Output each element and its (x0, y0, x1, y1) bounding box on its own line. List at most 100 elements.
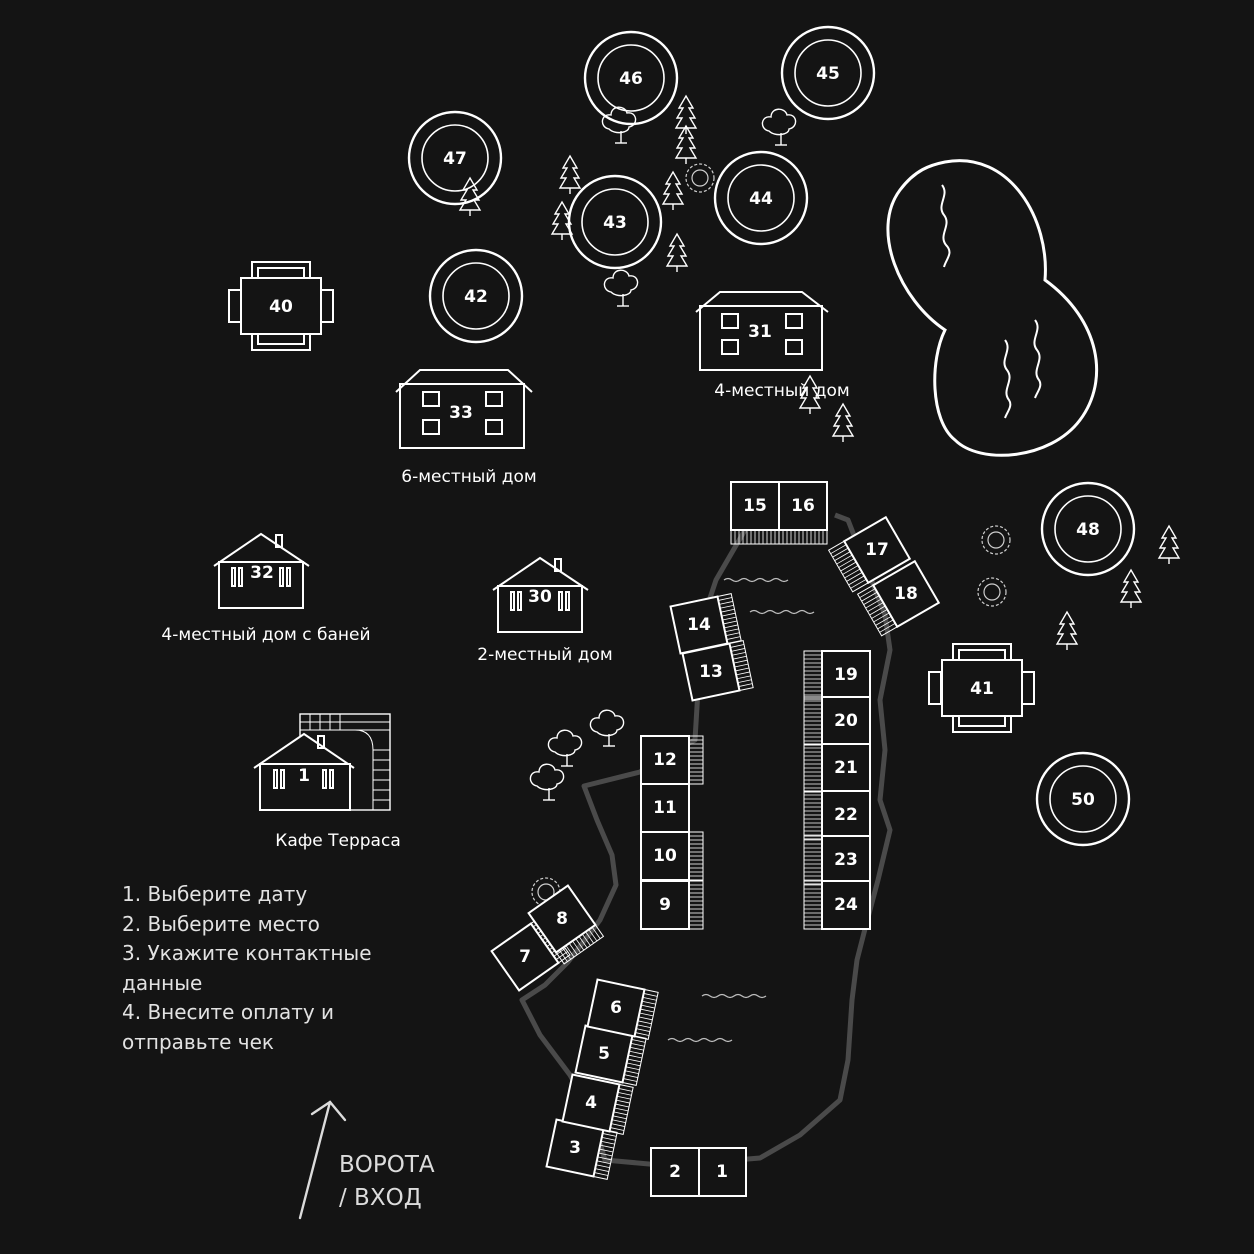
pier-deck (621, 1034, 647, 1086)
lake (886, 159, 1099, 457)
pier-slot-box (778, 481, 828, 531)
pier-slot-box (842, 515, 912, 585)
pier-slot-22[interactable]: 22 (803, 790, 871, 840)
pier-slot-box (640, 783, 690, 833)
house-32-label: 32 (250, 563, 274, 583)
pier-slot-24[interactable]: 24 (803, 880, 871, 930)
pier-deck (803, 880, 823, 930)
pier-slot-box (527, 884, 597, 954)
house-31[interactable]: 31 (695, 291, 829, 371)
tree-spot-44[interactable]: 44 (713, 150, 809, 246)
pier-slot-number: 17 (865, 540, 889, 560)
pier-slot-box (561, 1073, 621, 1133)
pier-slot-10[interactable]: 10 (640, 831, 704, 881)
pier-slot-number: 19 (834, 665, 858, 685)
pier-deck (827, 540, 869, 593)
pier-slot-3[interactable]: 3 (545, 1118, 618, 1180)
house-30-label: 30 (528, 587, 552, 607)
water-waves (667, 577, 815, 1043)
pier-deck (688, 831, 704, 881)
pier-slot-number: 4 (585, 1093, 597, 1113)
gazebo-40[interactable]: 40 (228, 261, 334, 351)
tree-spot-44-label: 44 (749, 189, 773, 209)
tree-spot-46[interactable]: 46 (583, 30, 679, 126)
pier-deck (803, 790, 823, 840)
pier-deck (803, 650, 823, 700)
pier-slot-11[interactable]: 11 (640, 783, 690, 833)
pier-slot-number: 13 (699, 662, 723, 682)
pier-slot-17[interactable]: 17 (827, 515, 912, 593)
pier-slot-box (490, 922, 560, 992)
house-30-caption: 2-местный дом (477, 645, 612, 665)
tree-spot-45[interactable]: 45 (780, 25, 876, 121)
pier-slot-19[interactable]: 19 (803, 650, 871, 700)
pier-deck (803, 696, 823, 746)
step-3: 3. Укажите контактные данные (122, 941, 372, 995)
pier-slot-number: 9 (659, 895, 671, 915)
booking-steps: 1. Выберите дату 2. Выберите место 3. Ук… (122, 880, 402, 1057)
pier-slot-number: 24 (834, 895, 858, 915)
house-32-caption: 4-местный дом с баней (161, 625, 370, 645)
pier-slot-box (650, 1147, 700, 1197)
gazebo-40-label: 40 (269, 297, 293, 317)
pier-slot-15[interactable]: 15 (730, 481, 780, 545)
gate-label-line2: / ВХОД (339, 1185, 422, 1211)
pier-slot-number: 6 (610, 998, 622, 1018)
house-33-caption: 6-местный дом (401, 467, 536, 487)
pier-slot-23[interactable]: 23 (803, 835, 871, 885)
pier-slot-number: 16 (791, 496, 815, 516)
house-33-label: 33 (449, 403, 473, 423)
pier-slot-number: 12 (653, 750, 677, 770)
pier-slot-number: 15 (743, 496, 767, 516)
pier-deck (716, 593, 742, 645)
tree-spot-50[interactable]: 50 (1035, 751, 1131, 847)
pier-slot-18[interactable]: 18 (856, 559, 941, 637)
pier-slot-box (640, 735, 690, 785)
tree-spot-43-label: 43 (603, 213, 627, 233)
pier-slot-21[interactable]: 21 (803, 743, 871, 793)
pier-slot-16[interactable]: 16 (778, 481, 828, 545)
pier-slot-12[interactable]: 12 (640, 735, 704, 785)
pier-deck (803, 743, 823, 793)
house-32[interactable]: 32 (213, 532, 310, 609)
tree-spot-48[interactable]: 48 (1040, 481, 1136, 577)
cafe-terrace-number: 1 (298, 766, 310, 786)
pier-slot-box (821, 743, 871, 793)
pine-trees (459, 95, 1180, 651)
pier-slot-6[interactable]: 6 (586, 978, 659, 1040)
pier-slot-box (871, 559, 941, 629)
pier-slot-number: 10 (653, 846, 677, 866)
tree-spot-43[interactable]: 43 (567, 174, 663, 270)
pier-slot-8[interactable]: 8 (527, 884, 605, 965)
pier-slot-number: 21 (834, 758, 858, 778)
tree-spot-50-label: 50 (1071, 790, 1095, 810)
tree-spot-42[interactable]: 42 (428, 248, 524, 344)
gate-arrow-icon (298, 1100, 347, 1220)
pier-slot-14[interactable]: 14 (669, 593, 742, 655)
pier-deck (778, 529, 828, 545)
pier-slot-9[interactable]: 9 (640, 880, 704, 930)
pier-deck (633, 988, 659, 1040)
pier-slot-box (821, 880, 871, 930)
pier-slot-4[interactable]: 4 (561, 1073, 634, 1135)
pier-slot-box (669, 595, 729, 655)
pier-slot-box (821, 650, 871, 700)
house-33[interactable]: 33 (395, 369, 533, 449)
cafe-terrace[interactable]: 1 (253, 713, 391, 811)
tree-spot-46-label: 46 (619, 69, 643, 89)
pier-slot-2[interactable]: 2 (650, 1147, 700, 1197)
house-30[interactable]: 30 (492, 556, 589, 633)
pier-slot-20[interactable]: 20 (803, 696, 871, 746)
pier-slot-number: 23 (834, 850, 858, 870)
house-31-caption: 4-местный дом (714, 381, 849, 401)
pier-slot-1[interactable]: 1 (697, 1147, 747, 1197)
pier-slot-box (821, 696, 871, 746)
pier-slot-number: 7 (519, 947, 531, 967)
pier-slot-number: 14 (687, 615, 711, 635)
tree-spot-47[interactable]: 47 (407, 110, 503, 206)
pier-slot-number: 20 (834, 711, 858, 731)
gazebo-41[interactable]: 41 (928, 643, 1035, 733)
